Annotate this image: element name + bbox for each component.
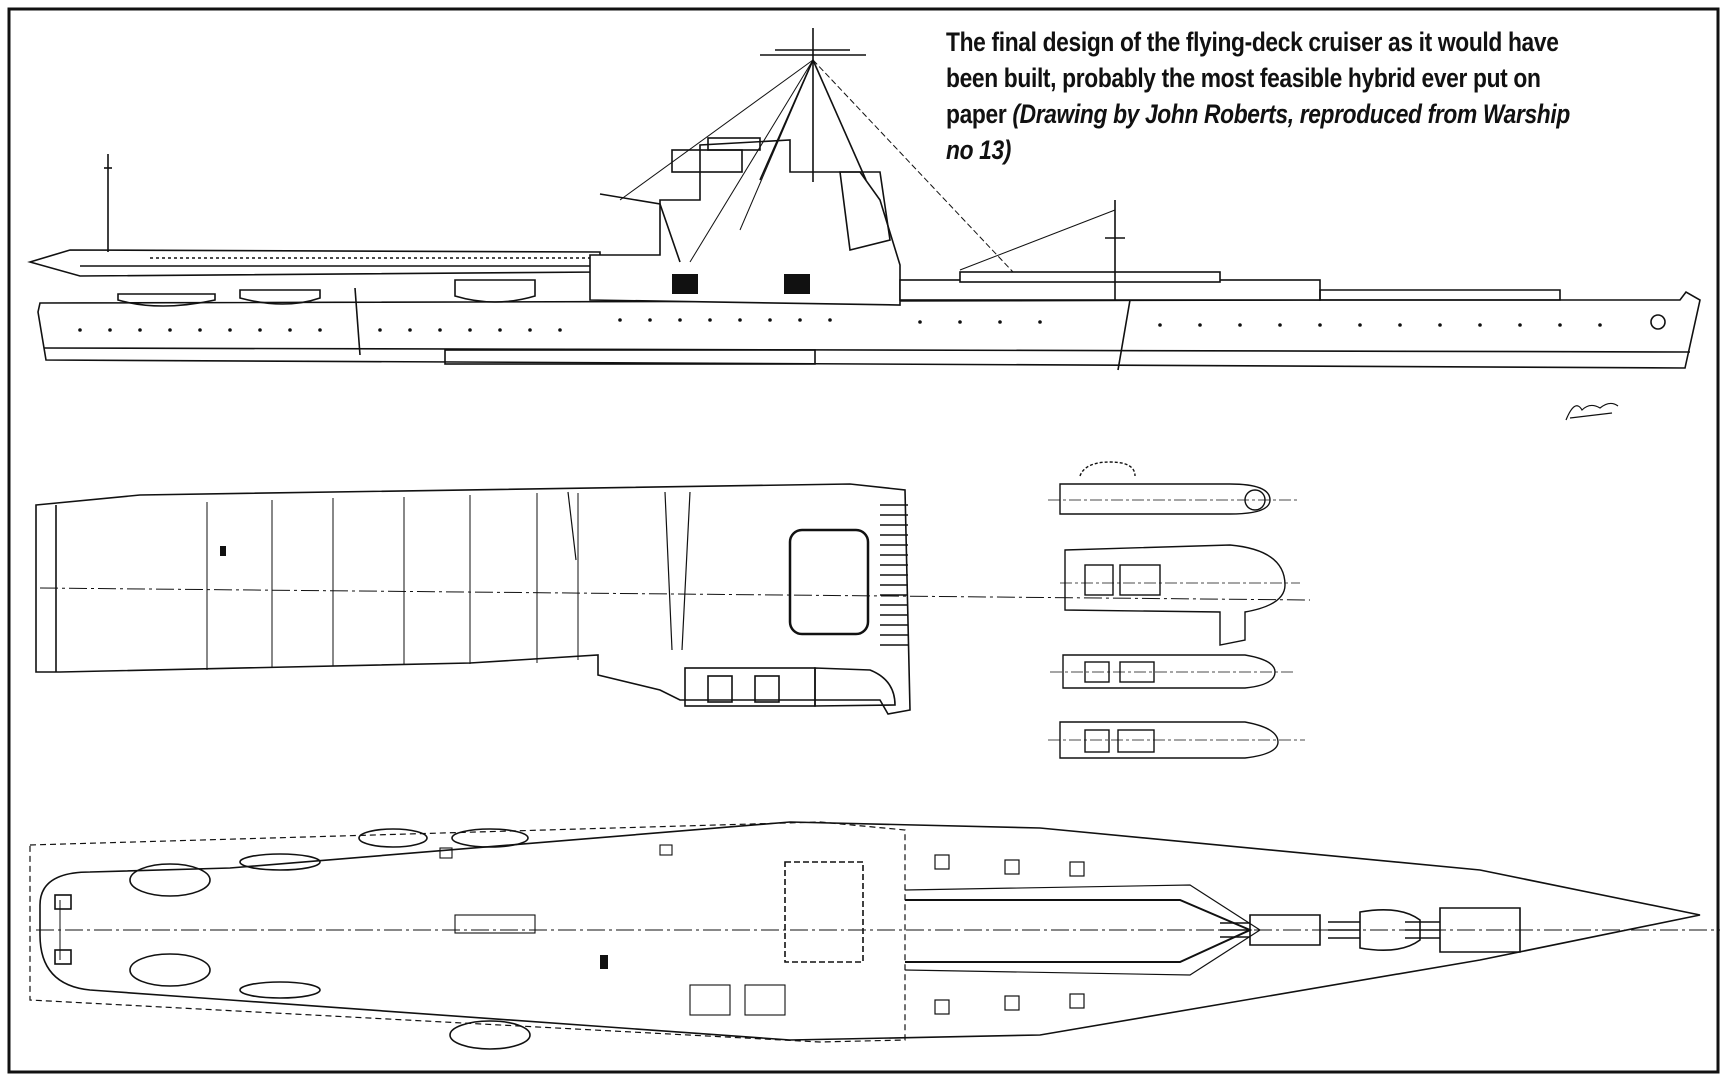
profile-view	[27, 28, 1701, 371]
caption-main: The final design of the flying-deck crui…	[946, 27, 1559, 129]
aircraft-lift	[788, 528, 870, 636]
triple-turrets	[1220, 907, 1521, 953]
caption-credit: (Drawing by John Roberts, reproduced fro…	[946, 99, 1570, 165]
level-plans	[1048, 461, 1305, 759]
drawing-caption: The final design of the flying-deck crui…	[946, 24, 1600, 168]
upper-deck-plan	[29, 821, 1720, 1050]
flight-deck-plan	[35, 483, 1311, 715]
drawing-border	[7, 7, 1720, 1074]
artist-signature	[1565, 402, 1619, 421]
